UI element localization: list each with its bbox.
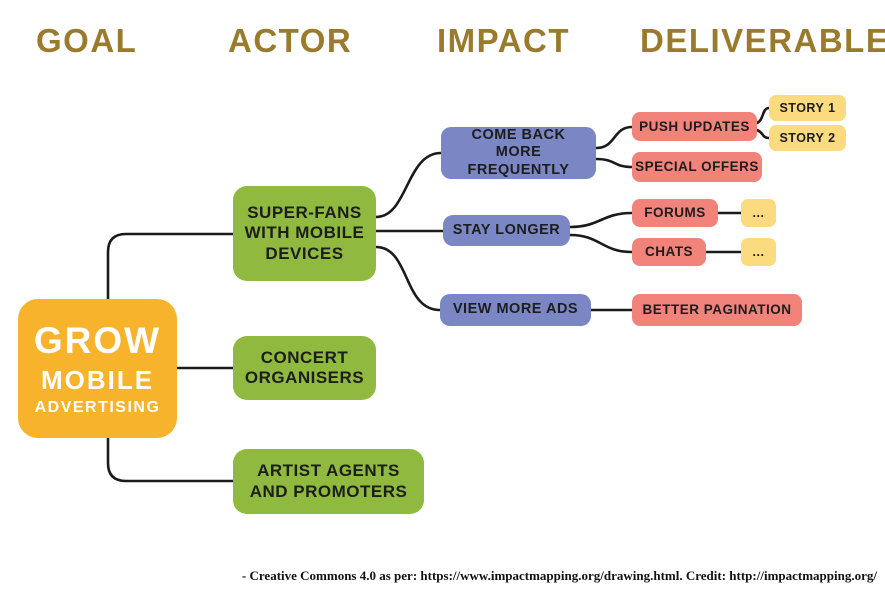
column-header-goal: GOAL: [36, 22, 138, 59]
connector-pushupdates-story1: [755, 106, 771, 125]
actor-node-concert-organisers: CONCERT ORGANISERS: [233, 336, 376, 400]
actor-label: SUPER-FANS WITH MOBILE DEVICES: [244, 203, 365, 263]
connector-goal-superfans: [106, 232, 235, 302]
column-header-deliverable: DELIVERABLE: [640, 22, 885, 59]
deliverable-label: BETTER PAGINATION: [642, 302, 792, 318]
impact-node-stay-longer: STAY LONGER: [443, 215, 570, 246]
connector-superfans-viewmoreads: [374, 245, 442, 312]
impact-label: VIEW MORE ADS: [452, 301, 579, 318]
impact-node-view-more-ads: VIEW MORE ADS: [440, 294, 591, 326]
actor-node-super-fans: SUPER-FANS WITH MOBILE DEVICES: [233, 186, 376, 281]
goal-text-line1: GROW: [33, 319, 162, 361]
deliverable-node-forums: FORUMS: [632, 199, 718, 227]
story-label: ...: [752, 244, 765, 259]
connector-superfans-comeback: [374, 151, 443, 219]
connector-goal-artists: [106, 435, 235, 483]
story-label: ...: [752, 205, 765, 220]
story-node-more-chats: ...: [741, 238, 776, 266]
goal-text-line2: MOBILE: [40, 364, 155, 395]
story-label: STORY 1: [779, 100, 836, 115]
attribution-text: - Creative Commons 4.0 as per: https://w…: [241, 568, 877, 583]
deliverable-node-chats: CHATS: [632, 238, 706, 266]
connector-pushupdates-story2: [755, 128, 771, 140]
goal-node-grow-mobile-advertising: GROW MOBILE ADVERTISING: [18, 299, 177, 438]
story-node-story-2: STORY 2: [769, 125, 846, 151]
column-header-actor: ACTOR: [228, 22, 353, 59]
impact-label: STAY LONGER: [452, 221, 561, 238]
deliverable-node-push-updates: PUSH UPDATES: [632, 112, 757, 141]
actor-label: ARTIST AGENTS AND PROMOTERS: [249, 461, 408, 501]
story-node-story-1: STORY 1: [769, 95, 846, 121]
deliverable-label: PUSH UPDATES: [639, 118, 750, 134]
deliverable-label: FORUMS: [644, 205, 706, 221]
deliverable-label: SPECIAL OFFERS: [635, 159, 759, 175]
deliverable-label: CHATS: [645, 244, 693, 260]
deliverable-node-special-offers: SPECIAL OFFERS: [632, 152, 762, 182]
deliverable-node-better-pagination: BETTER PAGINATION: [632, 294, 802, 326]
goal-text-line3: ADVERTISING: [34, 399, 161, 417]
connector-comeback-pushupdates: [594, 125, 634, 150]
actor-node-artist-agents-promoters: ARTIST AGENTS AND PROMOTERS: [233, 449, 424, 514]
impact-label: COME BACK MORE FREQUENTLY: [467, 127, 570, 178]
connector-comeback-specialoffers: [594, 157, 634, 169]
connector-staylonger-chats: [568, 233, 634, 254]
column-header-impact: IMPACT: [437, 22, 571, 59]
connector-staylonger-forums: [568, 211, 634, 229]
impact-node-come-back-more-frequently: COME BACK MORE FREQUENTLY: [441, 127, 596, 179]
story-node-more-forums: ...: [741, 199, 776, 227]
actor-label: CONCERT ORGANISERS: [244, 347, 365, 387]
story-label: STORY 2: [779, 130, 836, 145]
